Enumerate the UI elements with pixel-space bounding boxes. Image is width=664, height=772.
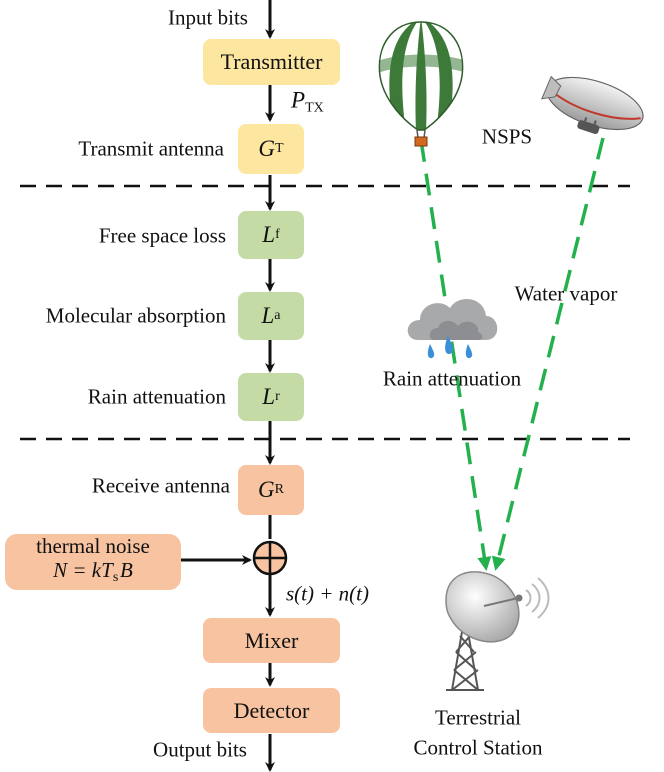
satellite-dish-tower-icon bbox=[445, 571, 550, 691]
input-bits-label: Input bits bbox=[168, 5, 248, 30]
hot-air-balloon-icon bbox=[378, 21, 464, 147]
thermal-noise-block: thermal noise N = kTs B bbox=[5, 534, 181, 590]
detector-label: Detector bbox=[233, 697, 310, 723]
airship-icon bbox=[541, 75, 644, 134]
mixer-block: Mixer bbox=[203, 618, 340, 663]
mixer-label: Mixer bbox=[244, 627, 299, 653]
output-bits-label: Output bits bbox=[153, 737, 247, 762]
summing-junction bbox=[252, 540, 288, 576]
rain-attenuation-label: Rain attenuation bbox=[87, 384, 226, 409]
signal-chain-arrows bbox=[180, 0, 275, 772]
thermal-noise-title: thermal noise bbox=[36, 534, 150, 558]
station-label-line2: Control Station bbox=[413, 735, 543, 760]
thermal-noise-formula: N = kTs B bbox=[53, 558, 133, 585]
detector-block: Detector bbox=[203, 688, 340, 733]
receive-antenna-label: Receive antenna bbox=[91, 473, 230, 498]
transmitter-label: Transmitter bbox=[220, 49, 323, 74]
nsps-label: NSPS bbox=[481, 124, 533, 149]
transmit-power-label: PTX bbox=[291, 87, 324, 116]
station-label-line1: Terrestrial bbox=[435, 705, 521, 730]
rain-cloud-icon bbox=[407, 298, 498, 359]
rain-attenuation-path-label: Rain attenuation bbox=[382, 366, 522, 391]
water-vapor-label: Water vapor bbox=[514, 281, 618, 306]
sum-signal-label: s(t) + n(t) bbox=[286, 581, 369, 606]
free-space-loss-label: Free space loss bbox=[98, 223, 226, 248]
molecular-absorption-label: Molecular absorption bbox=[45, 303, 226, 328]
transmit-antenna-label: Transmit antenna bbox=[78, 136, 224, 161]
transmitter-block: Transmitter bbox=[203, 39, 340, 85]
propagation-paths bbox=[419, 137, 605, 571]
